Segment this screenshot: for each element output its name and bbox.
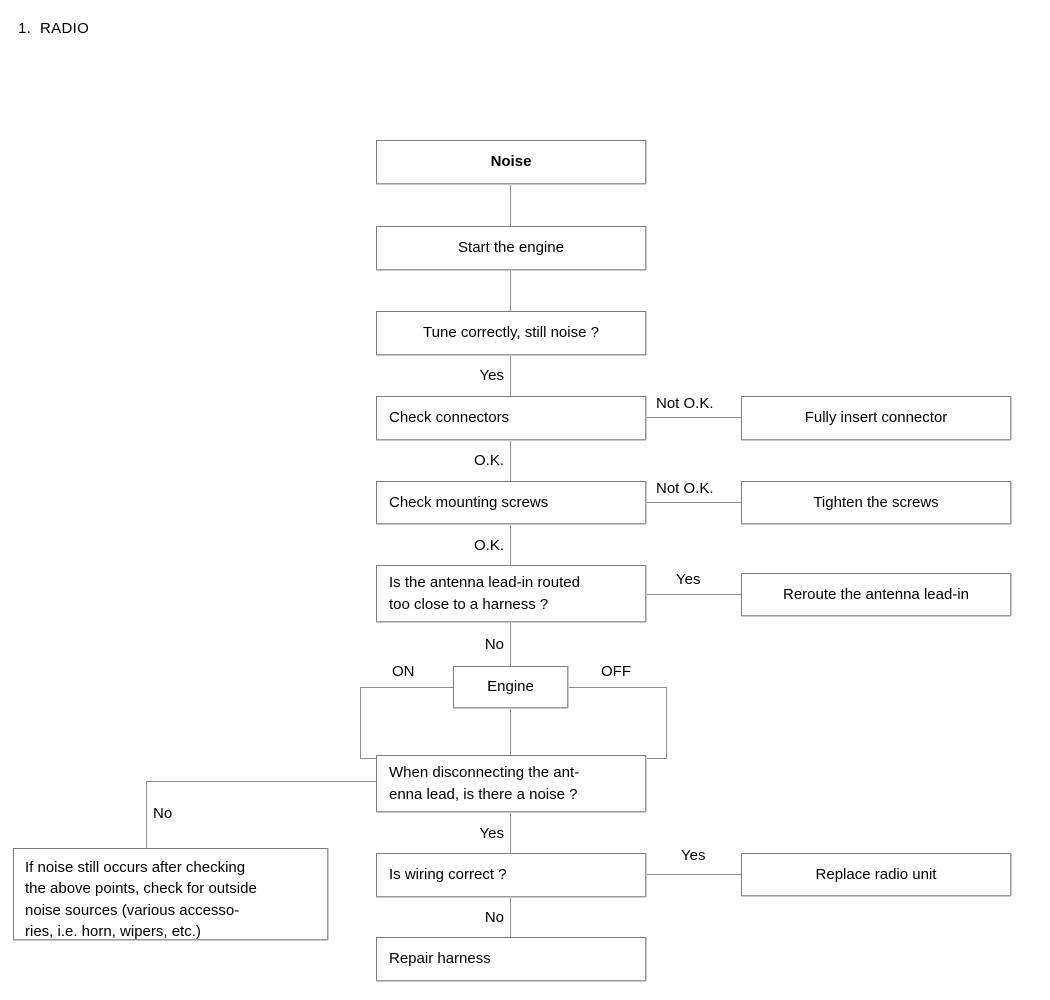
edge-label-engine-off: OFF xyxy=(601,663,631,680)
connector-check-connectors-to-screws xyxy=(510,440,511,481)
connector-engine-off-vertical xyxy=(666,687,667,759)
connector-engine-on-vertical xyxy=(360,687,361,759)
connector-check-connectors-to-fully-insert xyxy=(646,417,741,418)
connector-antenna-to-reroute xyxy=(646,594,741,595)
node-tune-correctly[interactable]: Tune correctly, still noise ? xyxy=(376,311,646,355)
node-check-connectors-label: Check connectors xyxy=(389,409,510,427)
node-repair-harness[interactable]: Repair harness xyxy=(376,937,646,981)
connector-engine-on-horizontal xyxy=(360,687,454,688)
node-antenna-lead-in-routed[interactable]: Is the antenna lead-in routed too close … xyxy=(376,565,646,622)
edge-label-no-antenna: No xyxy=(484,636,504,653)
connector-noise-to-start-engine xyxy=(510,184,511,226)
node-check-mounting-screws-label: Check mounting screws xyxy=(389,493,549,511)
node-replace-radio-unit-label: Replace radio unit xyxy=(815,865,937,883)
node-check-mounting-screws[interactable]: Check mounting screws xyxy=(376,481,646,524)
node-is-wiring-correct-label: Is wiring correct ? xyxy=(389,866,507,884)
connector-engine-off-horizontal xyxy=(568,687,667,688)
edge-label-yes-disconnect: Yes xyxy=(479,825,504,842)
connector-engine-off-into-disconnect xyxy=(646,758,667,759)
node-tighten-the-screws[interactable]: Tighten the screws xyxy=(741,481,1011,524)
edge-label-ok-screws: O.K. xyxy=(473,537,504,554)
edge-label-engine-on: ON xyxy=(392,663,415,680)
node-repair-harness-label: Repair harness xyxy=(389,950,491,968)
connector-screws-to-antenna xyxy=(510,524,511,565)
node-start-the-engine-label: Start the engine xyxy=(458,239,564,257)
connector-tune-to-check-connectors xyxy=(510,355,511,396)
connector-disconnect-no-horizontal xyxy=(146,781,377,782)
page-title: 1. RADIO xyxy=(18,20,90,37)
connector-screws-to-tighten xyxy=(646,502,741,503)
node-is-wiring-correct[interactable]: Is wiring correct ? xyxy=(376,853,646,897)
node-replace-radio-unit[interactable]: Replace radio unit xyxy=(741,853,1011,896)
connector-engine-on-into-disconnect xyxy=(360,758,377,759)
node-fully-insert-connector[interactable]: Fully insert connector xyxy=(741,396,1011,440)
edge-label-yes-tune: Yes xyxy=(479,367,504,384)
node-noise[interactable]: Noise xyxy=(376,140,646,184)
node-check-connectors[interactable]: Check connectors xyxy=(376,396,646,440)
connector-wiring-to-replace-radio xyxy=(646,874,741,875)
node-start-the-engine[interactable]: Start the engine xyxy=(376,226,646,270)
node-reroute-the-antenna-lead-in[interactable]: Reroute the antenna lead-in xyxy=(741,573,1011,616)
edge-label-yes-wiring: Yes xyxy=(681,847,706,864)
node-fully-insert-connector-label: Fully insert connector xyxy=(804,409,948,427)
edge-label-yes-antenna: Yes xyxy=(676,571,701,588)
connector-disconnect-no-vertical xyxy=(146,781,147,849)
edge-label-no-disconnect: No xyxy=(153,805,173,822)
node-noise-label: Noise xyxy=(490,153,532,171)
node-engine-label: Engine xyxy=(487,678,534,696)
edge-label-no-wiring: No xyxy=(484,909,504,926)
node-when-disconnecting-antenna-lead[interactable]: When disconnecting the ant- enna lead, i… xyxy=(376,755,646,812)
node-antenna-lead-in-routed-label: Is the antenna lead-in routed too close … xyxy=(389,574,580,613)
node-tighten-the-screws-label: Tighten the screws xyxy=(813,493,939,511)
node-reroute-the-antenna-lead-in-label: Reroute the antenna lead-in xyxy=(783,585,969,603)
edge-label-not-ok-screws: Not O.K. xyxy=(656,480,714,497)
connector-wiring-to-repair xyxy=(510,897,511,937)
node-outside-noise-sources[interactable]: If noise still occurs after checking the… xyxy=(13,848,328,940)
connector-disconnect-to-wiring xyxy=(510,812,511,853)
node-when-disconnecting-antenna-lead-label: When disconnecting the ant- enna lead, i… xyxy=(389,764,580,803)
edge-label-ok-connectors: O.K. xyxy=(473,452,504,469)
node-outside-noise-sources-label: If noise still occurs after checking the… xyxy=(25,859,257,940)
node-tune-correctly-label: Tune correctly, still noise ? xyxy=(423,324,599,342)
connector-engine-to-disconnect xyxy=(510,708,511,758)
connector-start-engine-to-tune xyxy=(510,270,511,311)
edge-label-not-ok-connectors: Not O.K. xyxy=(656,395,714,412)
node-engine[interactable]: Engine xyxy=(453,666,568,708)
connector-antenna-to-engine xyxy=(510,622,511,666)
